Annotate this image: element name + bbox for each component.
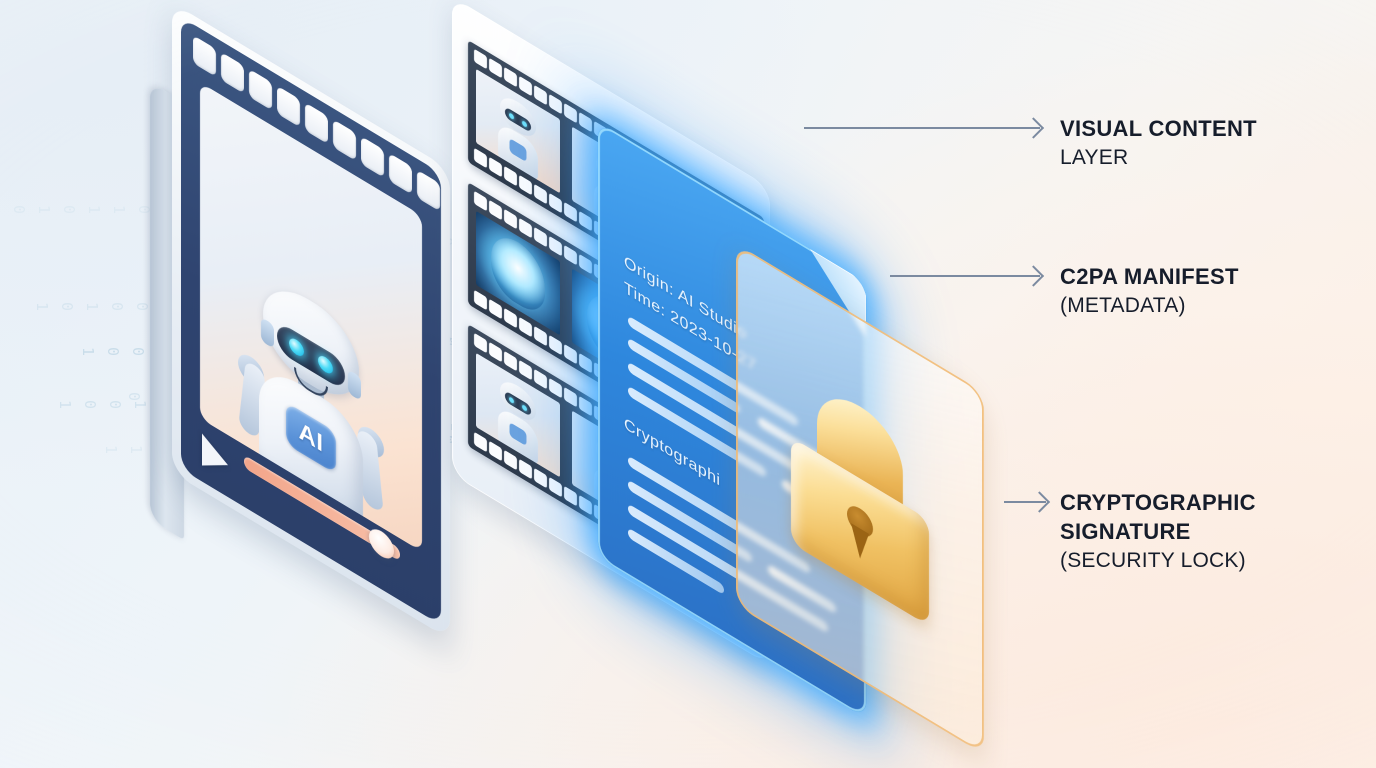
label-c2pa-manifest: C2PA MANIFEST (METADATA) <box>1060 262 1239 320</box>
label-cryptographic-signature-heading-1: CRYPTOGRAPHIC <box>1060 488 1256 517</box>
label-cryptographic-signature: CRYPTOGRAPHIC SIGNATURE (SECURITY LOCK) <box>1060 488 1256 575</box>
label-visual-content-heading: VISUAL CONTENT <box>1060 114 1257 143</box>
label-c2pa-manifest-subheading: (METADATA) <box>1060 291 1239 320</box>
arrow-to-cryptographic-signature <box>1004 501 1046 503</box>
arrow-to-visual-content <box>804 127 1040 129</box>
label-c2pa-manifest-heading: C2PA MANIFEST <box>1060 262 1239 291</box>
label-cryptographic-signature-subheading: (SECURITY LOCK) <box>1060 546 1256 575</box>
label-cryptographic-signature-heading-2: SIGNATURE <box>1060 517 1256 546</box>
arrow-to-c2pa-manifest <box>890 275 1040 277</box>
label-visual-content: VISUAL CONTENT LAYER <box>1060 114 1257 172</box>
label-visual-content-subheading: LAYER <box>1060 143 1257 172</box>
